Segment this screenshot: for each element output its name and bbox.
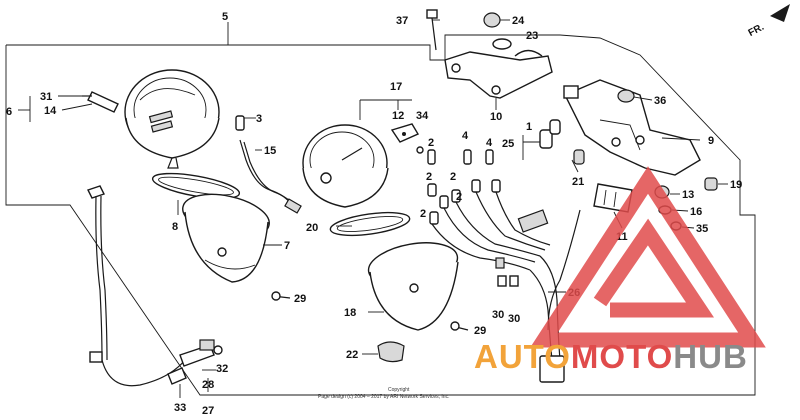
callout-8: 8 — [172, 221, 178, 233]
callout-14: 14 — [44, 105, 57, 117]
grommet-36 — [617, 89, 635, 103]
callout-28: 28 — [202, 379, 214, 391]
callout-9: 9 — [708, 135, 714, 147]
assembly-outline — [5, 34, 756, 396]
callout-34: 34 — [416, 110, 429, 122]
speedometer-harness — [235, 115, 302, 214]
indicator-harness — [431, 191, 565, 383]
meter-stay — [444, 49, 553, 99]
speedometer-cable — [87, 185, 186, 387]
main-harness — [547, 209, 581, 331]
bolt-37 — [426, 9, 438, 51]
callout-24: 24 — [512, 15, 525, 27]
watermark-hub: HUB — [673, 338, 748, 375]
speedometer-lamp-socket — [82, 91, 119, 113]
direction-arrow-icon — [770, 4, 790, 22]
svg-text:AUTOMOTOHUB: AUTOMOTOHUB — [474, 338, 748, 375]
callout-7: 7 — [284, 240, 290, 252]
tachometer-bracket — [390, 123, 424, 154]
callout-11: 11 — [616, 231, 628, 243]
screw-29b — [450, 321, 469, 331]
watermark-logo: AUTOMOTOHUB — [474, 166, 766, 375]
callout-22: 22 — [346, 349, 358, 361]
callout-4a: 4 — [462, 130, 469, 142]
callout-29b: 29 — [474, 325, 486, 337]
callout-33: 33 — [174, 402, 186, 414]
callout-18: 18 — [344, 307, 356, 319]
indicator-bulbs — [539, 119, 585, 165]
tachometer-assembly — [302, 124, 389, 208]
callout-37: 37 — [396, 15, 408, 27]
speedometer-case — [182, 193, 270, 283]
callout-21: 21 — [572, 176, 584, 188]
callout-17: 17 — [390, 81, 402, 93]
watermark-moto: MOTO — [571, 338, 673, 375]
callout-6: 6 — [6, 106, 12, 118]
watermark-triangle-icon — [530, 166, 766, 348]
callout-31: 31 — [40, 91, 52, 103]
direction-label: FR. — [747, 22, 767, 39]
indicator-sockets — [427, 149, 501, 225]
callout-16: 16 — [690, 206, 702, 218]
tachometer-ring — [329, 211, 411, 237]
callout-36: 36 — [654, 95, 666, 107]
callout-10: 10 — [490, 111, 502, 123]
watermark-auto: AUTO — [474, 338, 571, 375]
callout-2c: 2 — [450, 171, 456, 183]
callout-5: 5 — [222, 11, 228, 23]
callout-25: 25 — [502, 138, 514, 150]
callout-32: 32 — [216, 363, 228, 375]
copyright-block: Copyright Page design (c) 2004 – 2017 by… — [318, 387, 449, 400]
callout-12: 12 — [392, 110, 404, 122]
callout-2e: 2 — [420, 208, 426, 220]
screw-29a — [271, 291, 291, 301]
callout-13: 13 — [682, 189, 694, 201]
speedometer-ring — [151, 172, 241, 200]
callout-2b: 2 — [426, 171, 432, 183]
callout-1: 1 — [526, 121, 532, 133]
callout-30a: 30 — [492, 309, 504, 321]
callout-23: 23 — [526, 30, 538, 42]
callout-4b: 4 — [486, 137, 493, 149]
grommet-24 — [483, 12, 512, 50]
front-direction-arrow: FR. — [747, 4, 790, 39]
callout-3: 3 — [256, 113, 262, 125]
callout-2a: 2 — [428, 137, 434, 149]
speedometer-assembly — [124, 69, 220, 169]
copyright-line-1: Copyright — [388, 387, 410, 393]
callout-30b: 30 — [508, 313, 520, 325]
callout-20: 20 — [306, 222, 318, 234]
cable-fitting — [167, 339, 223, 385]
callout-19: 19 — [730, 179, 742, 191]
callout-29a: 29 — [294, 293, 306, 305]
callout-27: 27 — [202, 405, 214, 417]
copyright-line-2: Page design (c) 2004 – 2017 by ARI Netwo… — [318, 394, 449, 400]
tachometer-case — [367, 242, 459, 331]
callout-35: 35 — [696, 223, 708, 235]
callout-2d: 2 — [456, 191, 462, 203]
callout-15: 15 — [264, 145, 276, 157]
wire-clamp — [377, 341, 405, 363]
